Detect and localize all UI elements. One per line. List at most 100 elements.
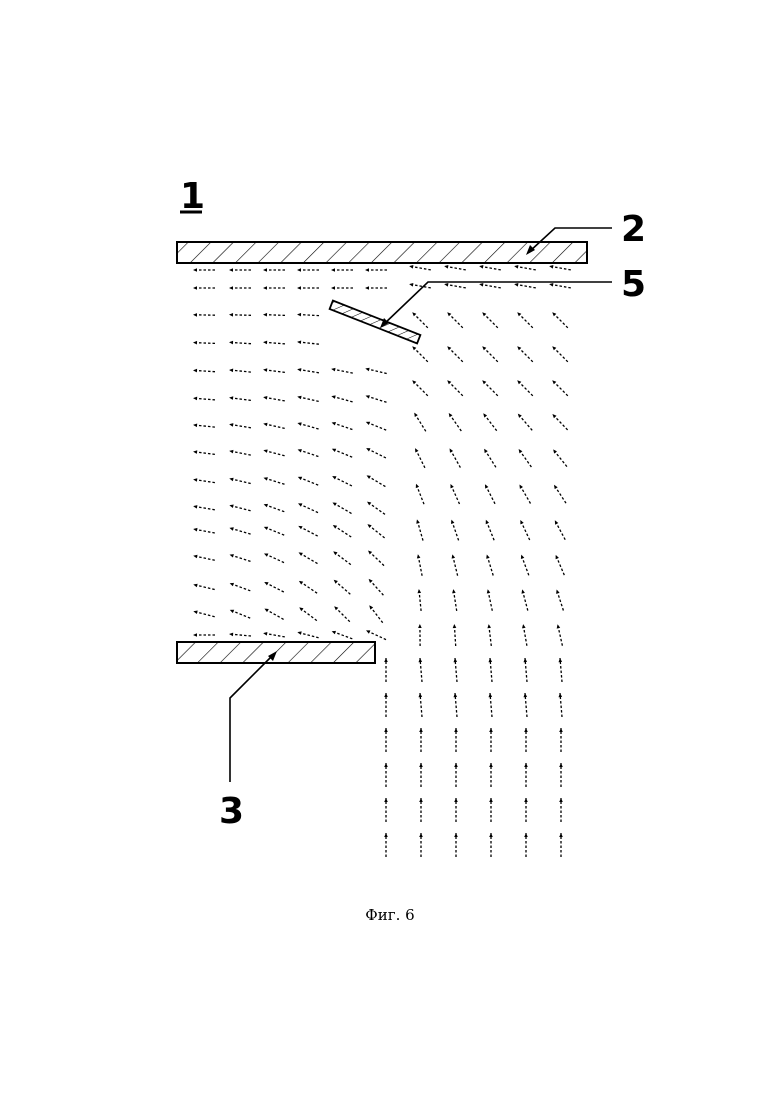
flow-arrowhead (263, 268, 267, 272)
flow-arrowhead (229, 286, 233, 290)
flow-arrowhead (193, 286, 197, 290)
flow-arrowhead (489, 658, 493, 662)
flow-arrowhead (454, 693, 458, 697)
flow-arrowhead (514, 283, 518, 287)
flow-arrowhead (263, 423, 267, 427)
flow-arrowhead (416, 519, 420, 523)
flow-arrowhead (419, 833, 423, 837)
flow-arrowhead (489, 693, 493, 697)
flow-arrowhead (299, 581, 303, 585)
flow-arrowhead (229, 633, 233, 637)
flow-arrowhead (559, 658, 563, 662)
flow-arrowhead (414, 413, 418, 417)
flow-arrowhead (193, 424, 197, 428)
flow-arrowhead (193, 369, 197, 373)
flow-arrowhead (264, 582, 268, 585)
flow-arrowhead (263, 313, 267, 317)
flow-arrowhead (367, 502, 371, 506)
flow-arrowhead (522, 624, 526, 628)
flow-arrowhead (366, 422, 370, 425)
flow-arrowhead (419, 693, 423, 697)
flow-arrowhead (332, 631, 336, 634)
flow-arrowhead (520, 520, 523, 524)
flow-arrowhead (559, 833, 563, 837)
flow-arrowhead (298, 477, 302, 480)
flow-arrowhead (193, 478, 197, 482)
flow-arrowhead (193, 633, 197, 637)
flow-arrowhead (519, 449, 523, 453)
flow-arrowhead (517, 312, 521, 316)
figure-caption: Фиг. 6 (0, 906, 780, 924)
flow-field (193, 265, 571, 857)
flow-arrowhead (193, 397, 197, 401)
flow-arrowhead (193, 584, 197, 588)
flow-arrowhead (193, 505, 197, 509)
flow-arrowhead (297, 631, 301, 635)
flow-arrowhead (517, 380, 521, 384)
ref-label-upper-plate: 2 (621, 209, 646, 250)
flow-arrowhead (263, 368, 267, 372)
flow-arrowhead (331, 368, 335, 372)
flow-arrowhead (559, 728, 563, 732)
flow-arrowhead (331, 395, 335, 399)
flow-arrowhead (454, 833, 458, 837)
flow-arrowhead (229, 527, 233, 531)
flow-arrowhead (229, 505, 233, 509)
upper-plate (177, 242, 587, 263)
flow-arrowhead (298, 503, 302, 506)
flow-arrowhead (367, 475, 371, 479)
flow-arrowhead (412, 380, 416, 384)
flow-arrowhead (297, 396, 301, 400)
flow-arrowhead (263, 341, 267, 345)
flow-arrowhead (229, 396, 233, 400)
flow-arrowhead (454, 658, 458, 662)
deflector-plate (330, 301, 421, 344)
flow-arrowhead (482, 346, 486, 350)
flow-arrowhead (553, 449, 557, 453)
flow-arrowhead (331, 268, 335, 272)
flow-arrowhead (230, 583, 234, 586)
flow-arrowhead (484, 449, 488, 453)
flow-arrowhead (297, 268, 301, 272)
flow-arrowhead (482, 312, 486, 316)
leader-line-3 (230, 651, 277, 782)
flow-arrowhead (549, 265, 553, 269)
ref-label-deflector: 5 (621, 264, 646, 305)
flow-arrowhead (450, 484, 453, 488)
flow-arrowhead (193, 450, 197, 454)
flow-arrowhead (366, 630, 370, 633)
flow-arrowhead (332, 476, 336, 479)
flow-arrowhead (554, 485, 558, 489)
flow-arrowhead (479, 265, 483, 269)
flow-arrowhead (263, 632, 267, 636)
flow-arrowhead (524, 658, 528, 662)
flow-arrowhead (524, 693, 528, 697)
flow-arrowhead (452, 589, 456, 593)
flow-arrowhead (552, 312, 556, 316)
flow-arrowhead (332, 422, 336, 425)
flow-arrowhead (369, 605, 373, 609)
flow-arrowhead (486, 554, 490, 558)
flow-arrowhead (416, 484, 419, 488)
flow-arrowhead (489, 833, 493, 837)
flow-arrowhead (409, 283, 413, 287)
flow-arrowhead (367, 524, 371, 528)
flow-arrowhead (453, 624, 457, 628)
flow-arrowhead (454, 798, 458, 802)
flow-arrowhead (409, 265, 413, 269)
flow-arrowhead (552, 414, 556, 418)
flow-arrowhead (479, 283, 483, 287)
flow-arrowhead (449, 413, 453, 417)
flow-arrowhead (193, 313, 197, 317)
flow-arrowhead (297, 422, 301, 426)
flow-arrowhead (229, 341, 233, 345)
flow-arrowhead (552, 380, 556, 384)
flow-arrowhead (384, 693, 388, 697)
flow-arrowhead (229, 369, 233, 373)
flow-arrowhead (487, 589, 491, 593)
flow-arrowhead (332, 502, 336, 506)
flow-arrowhead (489, 763, 493, 767)
flow-arrowhead (229, 423, 233, 427)
flow-arrowhead (264, 609, 268, 613)
flow-arrowhead (557, 624, 561, 628)
